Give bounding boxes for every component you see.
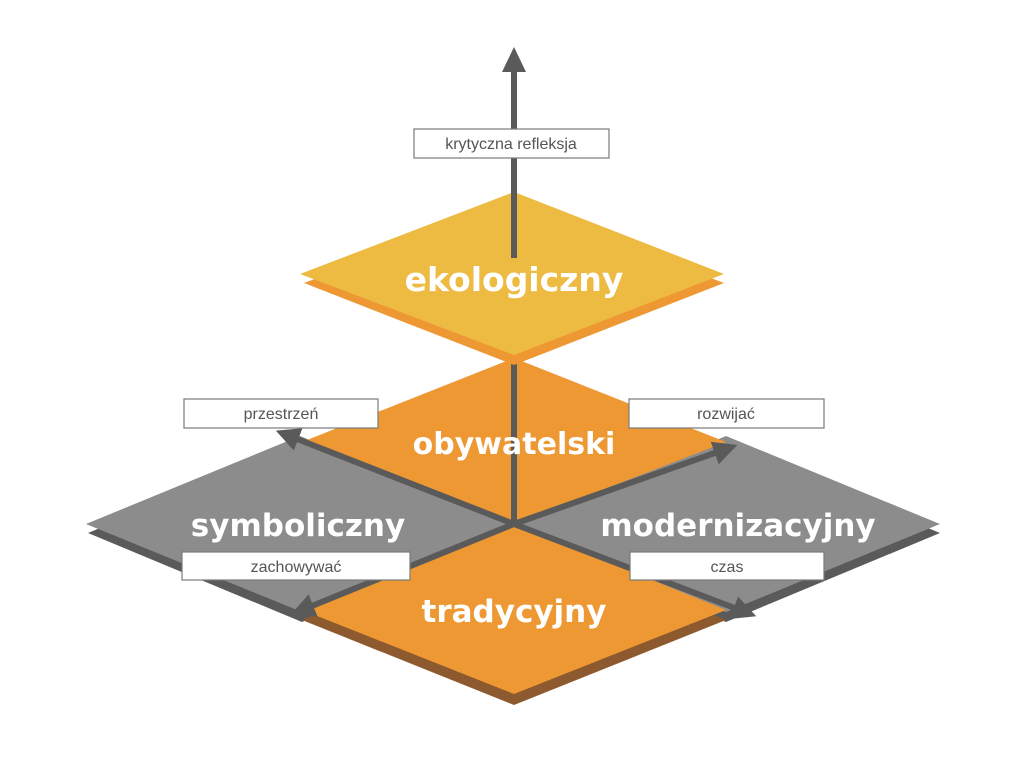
layer-label-top: ekologiczny	[405, 260, 624, 299]
label-box-upper-right-text: rozwijać	[697, 406, 755, 423]
layer-label-right: modernizacyjny	[600, 508, 875, 544]
label-box-upper-left-text: przestrzeń	[244, 406, 319, 423]
arrow-upper-right	[512, 441, 738, 527]
label-box-upper-right: rozwijać	[628, 398, 825, 429]
arrow-upper-left	[275, 428, 516, 527]
arrow-up-head	[502, 47, 526, 72]
label-box-lower-right: czas	[629, 551, 825, 581]
layer-face	[302, 524, 726, 694]
arrow-up	[502, 47, 526, 258]
layer-label-front: tradycyjny	[422, 594, 607, 630]
label-box-lower-right-text: czas	[711, 559, 744, 576]
label-box-upper-left: przestrzeń	[183, 398, 379, 429]
layer-label-left: symboliczny	[191, 508, 405, 544]
layer-face	[300, 192, 724, 355]
layer-ekologiczny	[300, 192, 724, 365]
label-box-up-text: krytyczna refleksja	[445, 136, 577, 153]
label-box-up: krytyczna refleksja	[413, 128, 610, 159]
layer-tradycyjny	[302, 524, 726, 705]
layer-label-back: obywatelski	[413, 427, 616, 462]
label-box-lower-left: zachowywać	[181, 551, 411, 581]
label-box-lower-left-text: zachowywać	[251, 559, 342, 576]
